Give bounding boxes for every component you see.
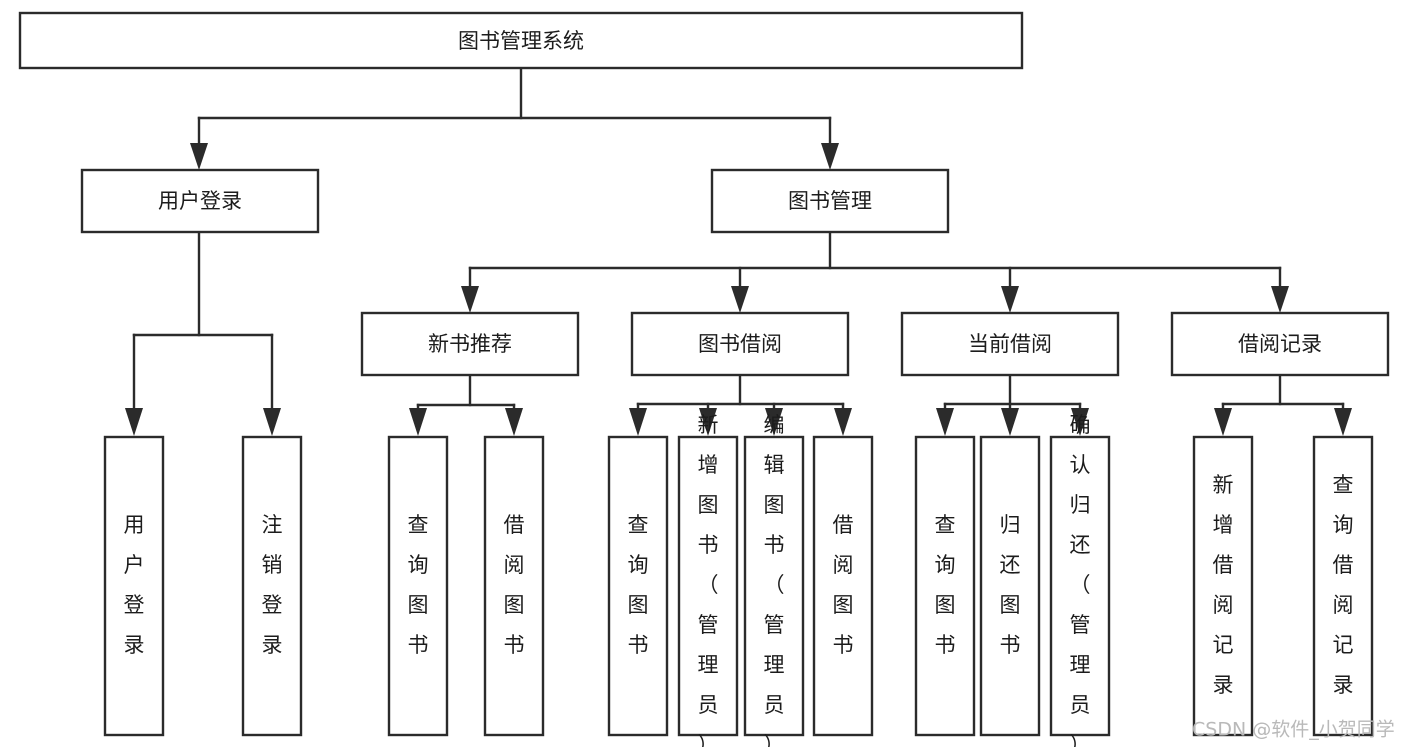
node-leaf-add-book[interactable]: 新增图书（管理员） bbox=[677, 413, 739, 747]
node-leaf-query-record[interactable]: 查询借阅记录 bbox=[1312, 435, 1374, 737]
node-leaf-query-record-box[interactable] bbox=[1312, 435, 1374, 737]
node-root-box[interactable] bbox=[18, 11, 1024, 70]
connector-new-book-recommend-to-leaves bbox=[409, 373, 523, 436]
node-leaf-query-book-1-label: 查询图书 bbox=[408, 513, 429, 657]
node-leaf-confirm-return-box[interactable] bbox=[1049, 435, 1111, 737]
arrow-head-leaf-query-book-1 bbox=[409, 408, 427, 436]
node-leaf-query-book-2-label: 查询图书 bbox=[628, 513, 649, 657]
node-leaf-borrow-book-1-label: 借阅图书 bbox=[504, 513, 525, 657]
node-leaf-query-book-2-box[interactable] bbox=[607, 435, 669, 737]
connector-book-borrow-to-leaves bbox=[629, 373, 852, 436]
arrow-head-leaf-add-book bbox=[699, 408, 717, 436]
arrow-head-leaf-query-book-2 bbox=[629, 408, 647, 436]
connector-book-management-to-level3 bbox=[461, 230, 1289, 313]
arrow-head-leaf-query-record bbox=[1334, 408, 1352, 436]
arrow-head-leaf-edit-book bbox=[765, 408, 783, 436]
node-leaf-add-record-box[interactable] bbox=[1192, 435, 1254, 737]
node-leaf-return-book[interactable]: 归还图书 bbox=[979, 435, 1041, 737]
node-current-borrow-label: 当前借阅 bbox=[968, 332, 1052, 356]
node-book-management-label: 图书管理 bbox=[788, 189, 872, 213]
node-new-book-recommend-box[interactable] bbox=[360, 311, 580, 377]
arrow-head-leaf-add-record bbox=[1214, 408, 1232, 436]
node-borrow-record-label: 借阅记录 bbox=[1238, 332, 1322, 356]
node-book-borrow[interactable]: 图书借阅 bbox=[630, 311, 850, 377]
node-leaf-user-login-label: 用户登录 bbox=[124, 513, 145, 657]
node-leaf-user-login-box[interactable] bbox=[103, 435, 165, 737]
node-new-book-recommend-label: 新书推荐 bbox=[428, 332, 512, 356]
node-leaf-edit-book[interactable]: 编辑图书（管理员） bbox=[743, 413, 805, 747]
node-leaf-query-book-3-label: 查询图书 bbox=[935, 513, 956, 657]
node-leaf-query-book-3[interactable]: 查询图书 bbox=[914, 435, 976, 737]
node-book-borrow-box[interactable] bbox=[630, 311, 850, 377]
arrow-head-current-borrow bbox=[1001, 286, 1019, 313]
node-leaf-add-book-box[interactable] bbox=[677, 435, 739, 737]
arrow-head-book-borrow bbox=[731, 286, 749, 313]
node-leaf-query-book-1-box[interactable] bbox=[387, 435, 449, 737]
node-root[interactable]: 图书管理系统 bbox=[18, 11, 1024, 70]
node-book-borrow-label: 图书借阅 bbox=[698, 332, 782, 356]
node-leaf-logout-label: 注销登录 bbox=[262, 513, 283, 657]
csdn-watermark: CSDN @软件_小贺同学 bbox=[1192, 719, 1395, 741]
node-leaf-query-record-label: 查询借阅记录 bbox=[1333, 473, 1354, 697]
arrow-head-leaf-borrow-book-1 bbox=[505, 408, 523, 436]
node-book-management[interactable]: 图书管理 bbox=[710, 168, 950, 234]
node-leaf-borrow-book-2[interactable]: 借阅图书 bbox=[812, 435, 874, 737]
node-current-borrow[interactable]: 当前借阅 bbox=[900, 311, 1120, 377]
connector-current-borrow-to-leaves bbox=[936, 373, 1089, 436]
node-root-label: 图书管理系统 bbox=[458, 29, 584, 53]
node-user-login-label: 用户登录 bbox=[158, 189, 242, 213]
node-leaf-borrow-book-2-label: 借阅图书 bbox=[833, 513, 854, 657]
node-new-book-recommend[interactable]: 新书推荐 bbox=[360, 311, 580, 377]
node-borrow-record-box[interactable] bbox=[1170, 311, 1390, 377]
arrow-head-leaf-borrow-book-2 bbox=[834, 408, 852, 436]
arrow-head-leaf-confirm-return bbox=[1071, 408, 1089, 436]
node-leaf-edit-book-box[interactable] bbox=[743, 435, 805, 737]
arrow-head-leaf-return-book bbox=[1001, 408, 1019, 436]
node-leaf-query-book-1[interactable]: 查询图书 bbox=[387, 435, 449, 737]
node-leaf-query-book-3-box[interactable] bbox=[914, 435, 976, 737]
arrow-head-leaf-query-book-3 bbox=[936, 408, 954, 436]
node-leaf-return-book-label: 归还图书 bbox=[1000, 513, 1021, 657]
arrow-head-borrow-record bbox=[1271, 286, 1289, 313]
node-leaf-add-book-label: 新增图书（管理员） bbox=[698, 413, 719, 747]
connector-root-to-level2 bbox=[190, 66, 839, 170]
node-leaf-borrow-book-2-box[interactable] bbox=[812, 435, 874, 737]
node-leaf-borrow-book-1-box[interactable] bbox=[483, 435, 545, 737]
node-leaf-borrow-book-1[interactable]: 借阅图书 bbox=[483, 435, 545, 737]
arrow-head-leaf-logout bbox=[263, 408, 281, 436]
node-leaf-query-book-2[interactable]: 查询图书 bbox=[607, 435, 669, 737]
node-borrow-record[interactable]: 借阅记录 bbox=[1170, 311, 1390, 377]
node-leaf-confirm-return[interactable]: 确认归还（管理员） bbox=[1049, 413, 1111, 747]
node-leaf-return-book-box[interactable] bbox=[979, 435, 1041, 737]
node-leaf-logout-box[interactable] bbox=[241, 435, 303, 737]
node-leaf-user-login[interactable]: 用户登录 bbox=[103, 435, 165, 737]
node-current-borrow-box[interactable] bbox=[900, 311, 1120, 377]
arrow-head-new-book-recommend bbox=[461, 286, 479, 313]
arrow-head-book-management bbox=[821, 143, 839, 170]
connector-user-login-to-leaves bbox=[125, 230, 281, 436]
connector-borrow-record-to-leaves bbox=[1214, 373, 1352, 436]
node-leaf-edit-book-label: 编辑图书（管理员） bbox=[764, 413, 785, 747]
node-user-login[interactable]: 用户登录 bbox=[80, 168, 320, 234]
node-leaf-logout[interactable]: 注销登录 bbox=[241, 435, 303, 737]
arrow-head-user-login bbox=[190, 143, 208, 170]
node-leaf-add-record[interactable]: 新增借阅记录 bbox=[1192, 435, 1254, 737]
arrow-head-leaf-user-login bbox=[125, 408, 143, 436]
node-book-management-box[interactable] bbox=[710, 168, 950, 234]
node-leaf-confirm-return-label: 确认归还（管理员） bbox=[1070, 413, 1091, 747]
node-user-login-box[interactable] bbox=[80, 168, 320, 234]
node-leaf-add-record-label: 新增借阅记录 bbox=[1213, 473, 1234, 697]
